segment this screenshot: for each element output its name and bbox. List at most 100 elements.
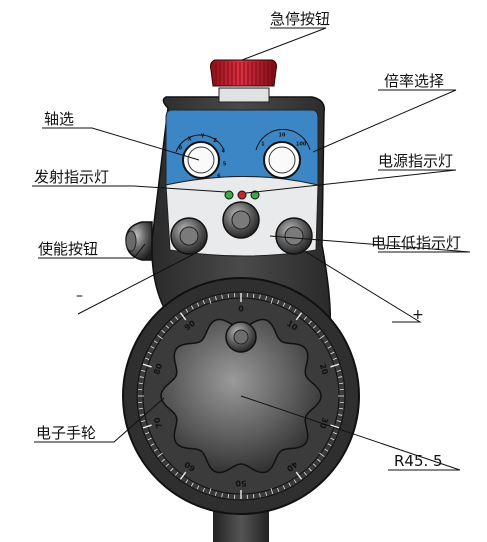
dial-tick <box>277 487 280 492</box>
rate-knob-mark: 1 <box>261 141 265 147</box>
axis-knob-mark: 5 <box>223 162 227 168</box>
dial-tick <box>161 458 165 462</box>
dial-tick <box>153 448 158 452</box>
dial-tick <box>270 297 274 304</box>
axis-select-label: 轴选 <box>44 110 74 128</box>
dial-tick <box>147 437 152 441</box>
dial-tick <box>339 382 344 384</box>
plus-label: + <box>412 307 424 323</box>
dial-tick <box>138 382 143 384</box>
power-indicator-led <box>237 190 247 200</box>
axis-knob-mark: Z <box>213 138 217 144</box>
dial-number: 0 <box>238 305 244 314</box>
dial-tick <box>327 346 332 349</box>
dial-tick <box>145 357 150 360</box>
dial-tick <box>170 467 174 472</box>
leader-lines <box>32 27 471 471</box>
estop-button[interactable] <box>210 59 277 103</box>
dial-tick <box>317 458 321 462</box>
dial-tick <box>147 351 152 355</box>
rate-select-label: 倍率选择 <box>384 72 444 90</box>
dial-tick <box>288 305 291 310</box>
dial-tick <box>312 463 317 467</box>
dial-tick <box>185 308 189 313</box>
minus-label: – <box>76 288 83 304</box>
center-button[interactable] <box>222 201 260 239</box>
dial-tick <box>138 408 143 410</box>
dial-tick <box>265 491 268 496</box>
dial-tick <box>312 325 317 329</box>
dial-number: 50 <box>235 479 247 488</box>
dial-tick <box>208 297 212 304</box>
dial-tick <box>327 443 332 446</box>
dial-tick <box>324 340 329 344</box>
radius-label: R45. 5 <box>394 452 443 470</box>
dial-tick <box>259 493 261 498</box>
dial-tick <box>214 296 217 301</box>
dial-tick <box>265 296 268 301</box>
rate-knob-mark: 100 <box>296 141 307 147</box>
dial-tick <box>214 491 217 496</box>
dial-tick <box>139 376 144 378</box>
dial-number: 30 <box>318 416 330 430</box>
minus-button[interactable] <box>170 217 208 255</box>
dial-tick <box>157 452 163 457</box>
dial-tick <box>332 357 337 360</box>
dial-tick <box>161 330 165 334</box>
low-voltage-indicator-led <box>250 190 260 200</box>
dial-tick <box>303 472 307 476</box>
dial-tick <box>288 482 291 487</box>
axis-knob-mark: 0 <box>178 146 182 152</box>
dial-tick <box>208 488 212 495</box>
dial-tick <box>319 335 325 340</box>
dial-tick <box>282 302 286 307</box>
dial-tick <box>308 467 312 472</box>
dial-tick <box>157 335 163 340</box>
dial-tick <box>277 300 280 305</box>
dial-tick <box>139 414 144 416</box>
dial-tick <box>179 312 187 321</box>
dial-tick <box>336 420 341 423</box>
dial-tick <box>227 293 229 298</box>
dial-tick <box>293 479 297 484</box>
axis-knob-mark: 4 <box>222 149 226 155</box>
dial-tick <box>221 294 223 299</box>
dial-tick <box>142 424 152 429</box>
fire-indicator-label: 发射指示灯 <box>34 168 109 186</box>
enable-button[interactable] <box>125 221 153 261</box>
dial-tick <box>179 471 187 480</box>
plus-button[interactable] <box>275 217 313 255</box>
dial-tick <box>338 414 343 416</box>
handwheel-label: 电子手轮 <box>36 424 96 442</box>
dial-tick <box>259 294 261 299</box>
estop-label: 急停按钮 <box>270 10 330 28</box>
dial-tick <box>338 376 343 378</box>
dial-tick <box>330 437 335 441</box>
dial-tick <box>253 293 255 298</box>
dial-tick <box>303 316 307 320</box>
dial-number: 80 <box>152 362 164 376</box>
dial-tick <box>330 424 340 429</box>
dial-tick <box>330 351 335 355</box>
dial-tick <box>150 443 155 446</box>
dial-tick <box>165 463 170 467</box>
dial-tick <box>324 448 329 452</box>
power-indicator-label: 电源指示灯 <box>378 152 453 170</box>
dial-tick <box>150 346 155 349</box>
dial-tick <box>308 320 312 325</box>
dial-tick <box>227 494 229 499</box>
enable-button-label: 使能按钮 <box>38 240 98 258</box>
handwheel-finger-knob[interactable] <box>225 321 257 353</box>
dial-tick <box>170 320 174 325</box>
dial-tick <box>330 363 340 368</box>
dial-tick <box>145 432 150 435</box>
dial-tick <box>165 325 170 329</box>
dial-tick <box>319 452 325 457</box>
dial-tick <box>175 316 179 320</box>
dial-tick <box>295 471 303 480</box>
axis-knob-mark: 6 <box>217 174 221 180</box>
dial-number: 20 <box>318 362 330 376</box>
